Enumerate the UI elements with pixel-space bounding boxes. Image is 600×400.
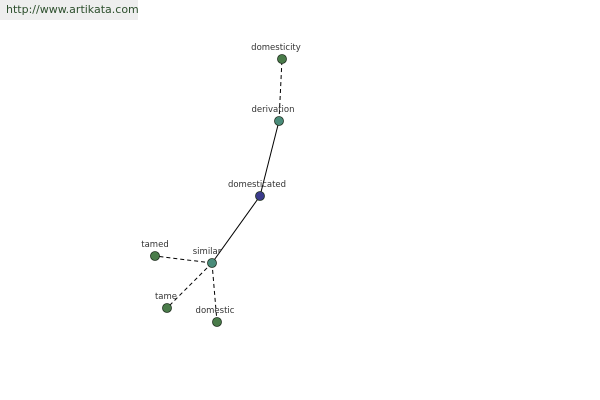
node-label-tamed[interactable]: tamed <box>141 240 168 250</box>
node-label-derivation[interactable]: derivation <box>251 105 294 115</box>
labels-layer: domesticity derivation domesticated similar… <box>141 43 301 316</box>
edge-similar-tame <box>166 262 213 309</box>
edge-domesticated-derivation <box>259 120 280 197</box>
edge-derivation-domesticity <box>278 58 283 122</box>
edges-layer <box>154 58 283 323</box>
node-label-domesticity[interactable]: domesticity <box>251 43 301 53</box>
node-label-similar[interactable]: similar <box>193 247 222 257</box>
node-tamed[interactable] <box>150 251 160 261</box>
edge-domesticated-similar <box>211 195 261 264</box>
node-label-tame[interactable]: tame <box>155 292 177 302</box>
node-domesticity[interactable] <box>277 54 287 64</box>
node-derivation[interactable] <box>274 116 284 126</box>
node-domestic[interactable] <box>212 317 222 327</box>
edge-similar-tamed <box>154 255 213 264</box>
source-url-banner[interactable]: http://www.artikata.com <box>0 0 138 20</box>
nodes-layer <box>150 54 287 327</box>
edge-similar-domestic <box>211 262 218 323</box>
node-label-domestic[interactable]: domestic <box>196 306 235 316</box>
node-label-domesticated[interactable]: domesticated <box>228 180 286 190</box>
node-similar[interactable] <box>207 258 217 268</box>
node-tame[interactable] <box>162 303 172 313</box>
node-domesticated[interactable] <box>255 191 265 201</box>
